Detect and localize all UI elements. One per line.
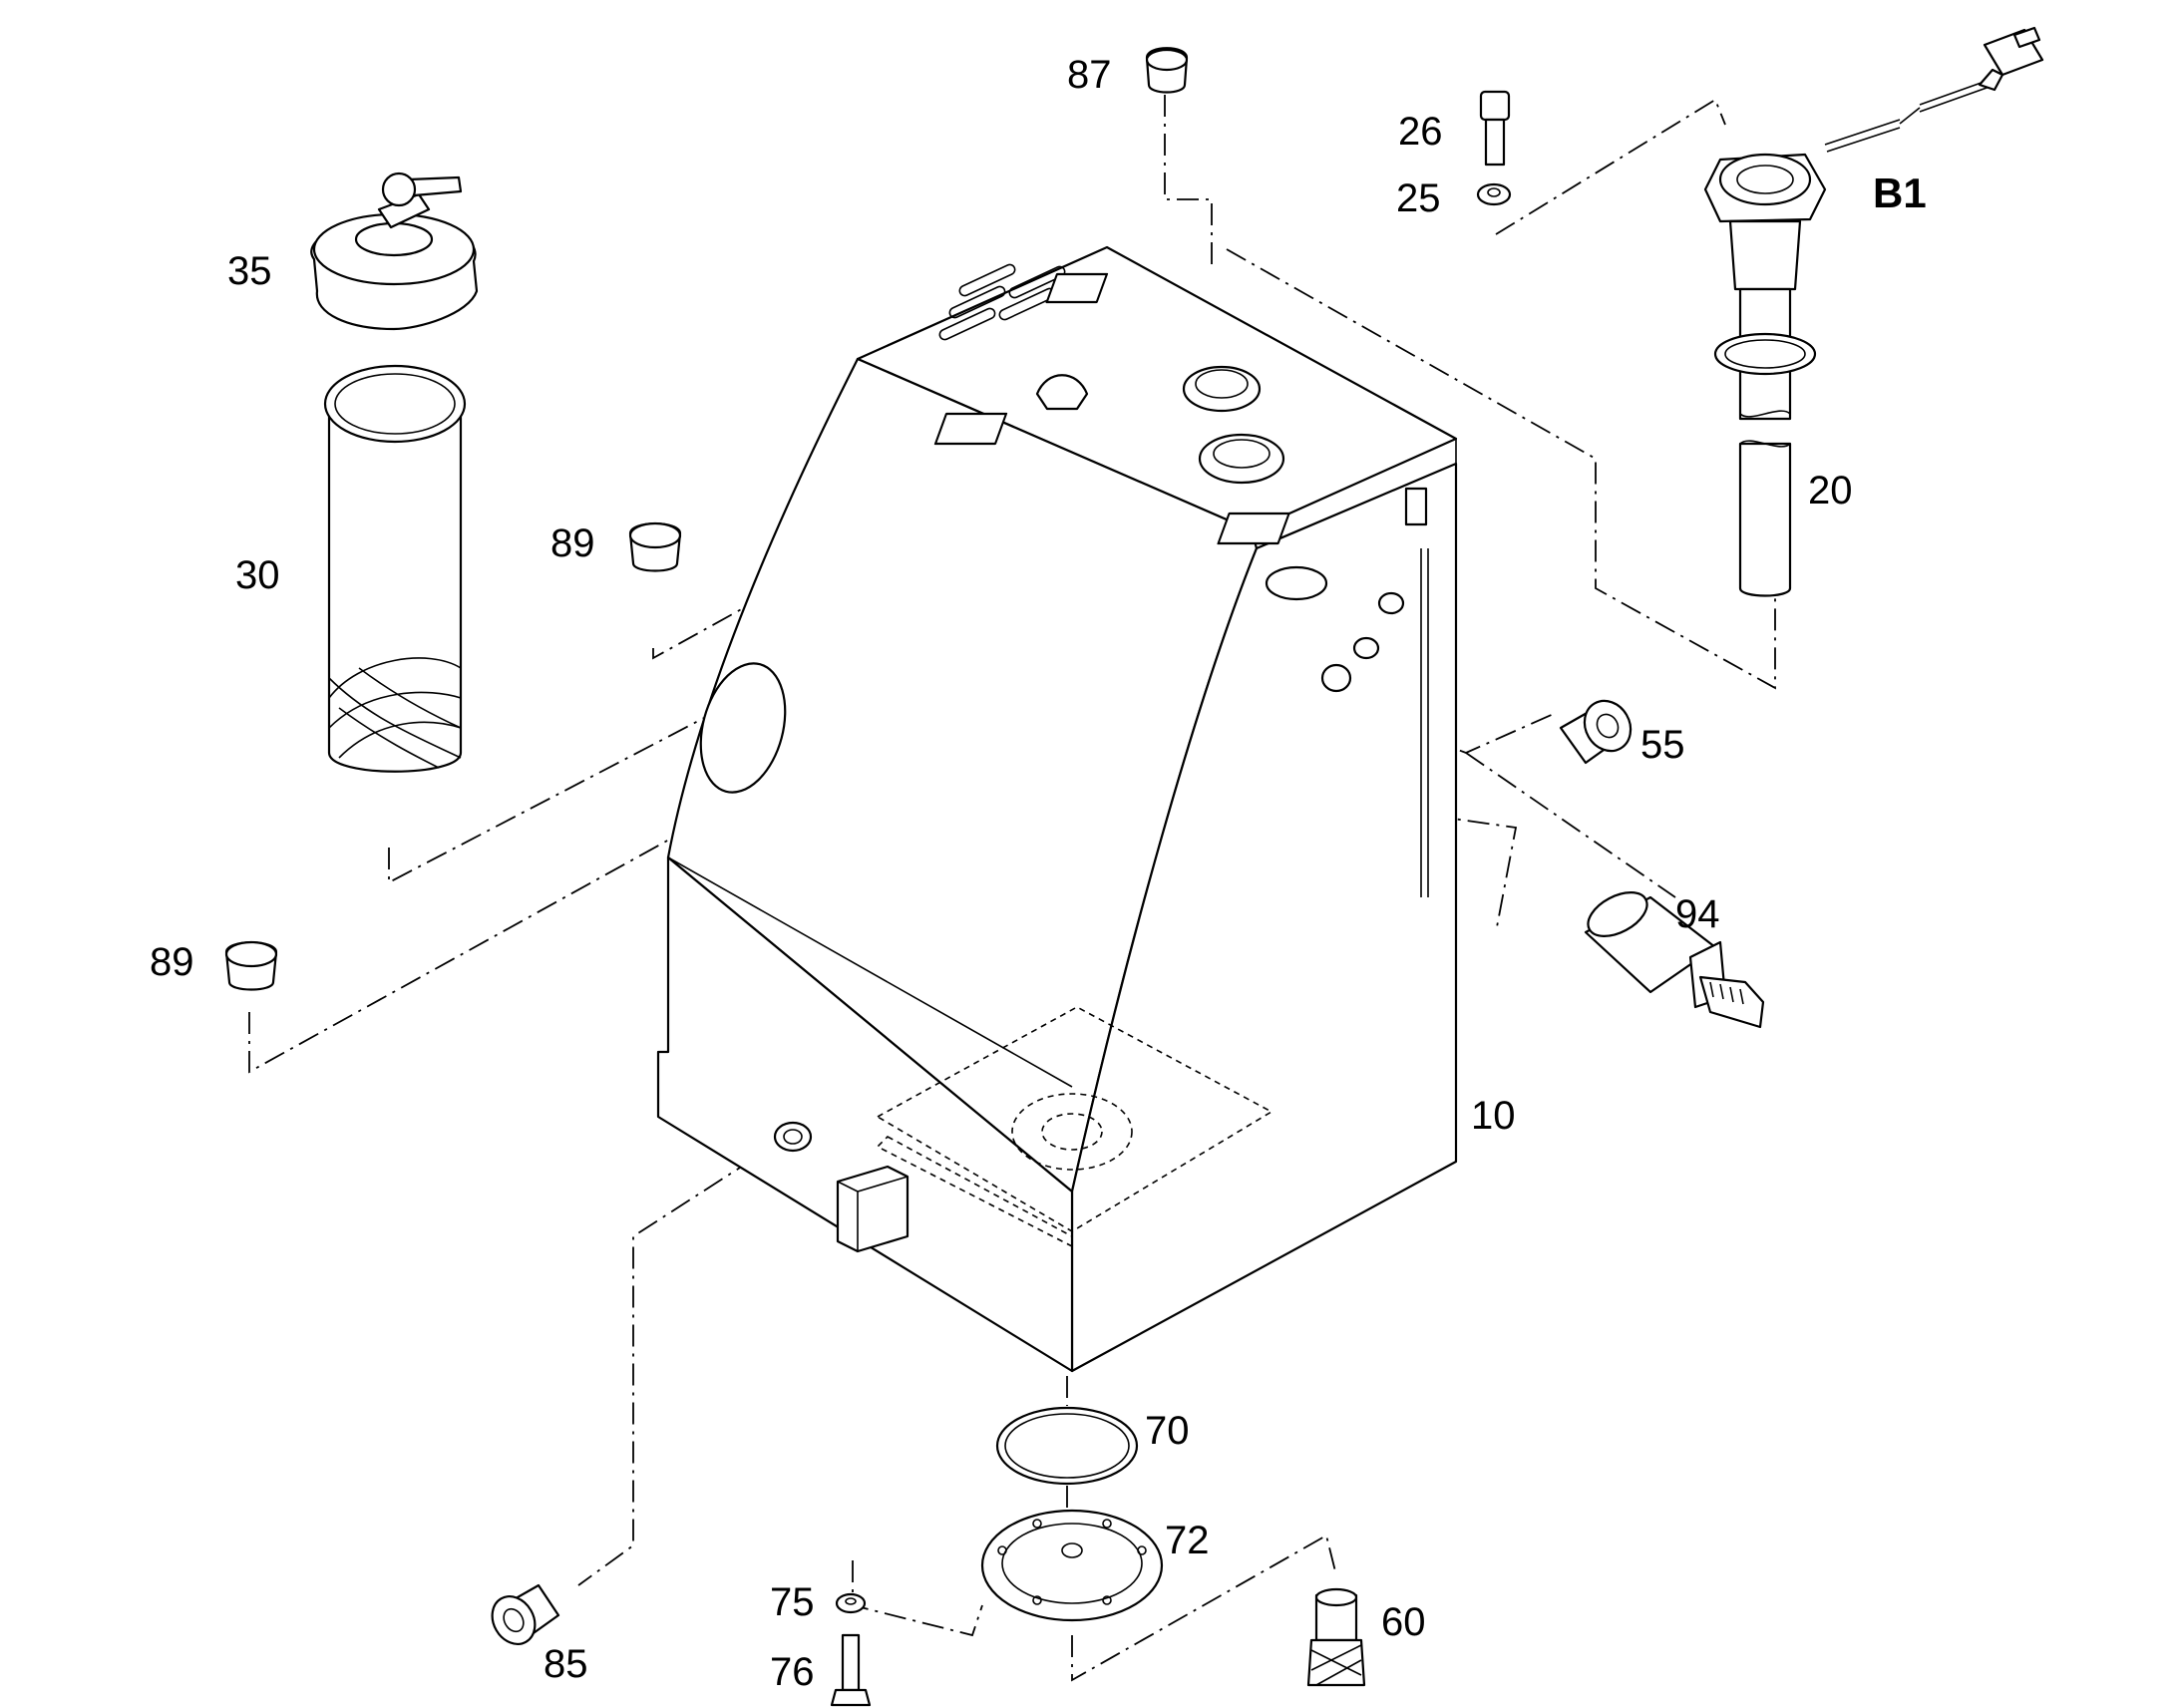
callout-72: 72 bbox=[1165, 1519, 1210, 1562]
plug-55 bbox=[1559, 699, 1633, 765]
washer-25 bbox=[1476, 182, 1512, 206]
tank-body bbox=[656, 245, 1458, 1373]
callout-10: 10 bbox=[1471, 1094, 1516, 1138]
strainer-30 bbox=[323, 364, 467, 773]
vent-slots bbox=[938, 263, 1066, 341]
callout-75: 75 bbox=[770, 1580, 815, 1624]
callout-26: 26 bbox=[1398, 110, 1443, 154]
callout-87: 87 bbox=[1067, 53, 1112, 97]
callout-25: 25 bbox=[1396, 176, 1441, 220]
callout-89-upper: 89 bbox=[550, 521, 595, 565]
plug-89-lower bbox=[224, 940, 278, 991]
plug-87 bbox=[1145, 47, 1189, 94]
fuel-cap-35 bbox=[310, 171, 479, 331]
callout-35: 35 bbox=[227, 249, 272, 293]
callout-20: 20 bbox=[1808, 469, 1853, 512]
callout-85: 85 bbox=[544, 1642, 588, 1686]
callout-55: 55 bbox=[1640, 723, 1685, 767]
callout-76: 76 bbox=[770, 1650, 815, 1694]
callout-b1: B1 bbox=[1873, 170, 1927, 216]
washer-75 bbox=[835, 1592, 867, 1614]
breather-60 bbox=[1306, 1587, 1366, 1687]
callout-70: 70 bbox=[1145, 1409, 1190, 1453]
plug-89-upper bbox=[628, 521, 682, 572]
callout-94: 94 bbox=[1675, 892, 1720, 936]
level-gauge-94 bbox=[1584, 891, 1765, 1029]
flange-plate-72 bbox=[980, 1509, 1164, 1622]
bolt-26 bbox=[1479, 90, 1511, 167]
bolt-76 bbox=[830, 1633, 872, 1707]
callout-labels: 87 26 25 B1 35 30 89 89 20 55 94 10 70 7… bbox=[150, 53, 1927, 1694]
callout-30: 30 bbox=[235, 553, 280, 597]
callout-60: 60 bbox=[1381, 1600, 1426, 1644]
plug-85 bbox=[491, 1583, 560, 1645]
o-ring-70 bbox=[995, 1406, 1139, 1486]
level-sensor-b1 bbox=[1703, 26, 2044, 597]
callout-89-lower: 89 bbox=[150, 940, 194, 984]
